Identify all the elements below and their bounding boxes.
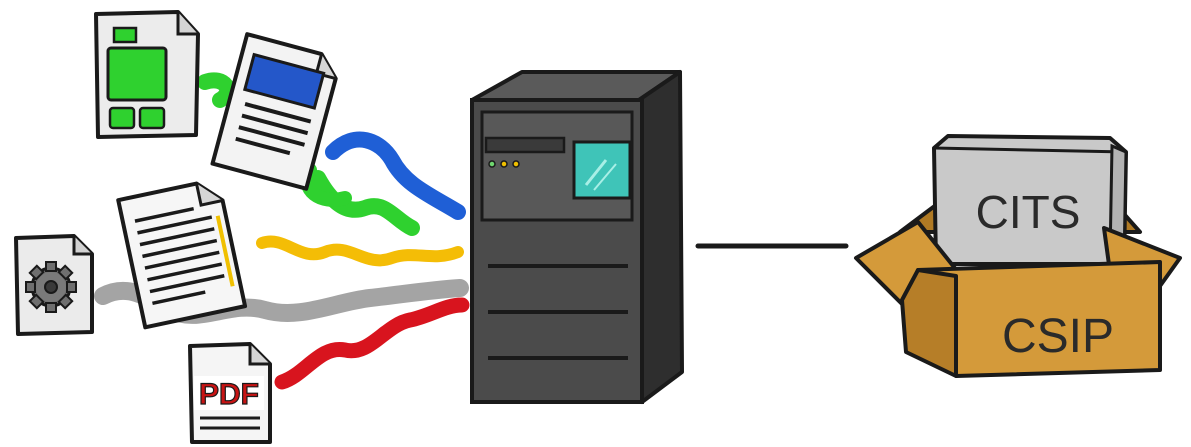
pdf-label: PDF — [199, 378, 259, 411]
cits-box: CITS — [934, 136, 1126, 264]
csip-label: CSIP — [1002, 310, 1114, 363]
text-document-icon — [118, 179, 245, 327]
server-screen — [574, 142, 630, 198]
gear-icon — [26, 262, 76, 312]
settings-gear-document-icon — [16, 236, 92, 334]
pdf-document-icon: PDF — [190, 344, 270, 442]
spreadsheet-document-icon — [96, 12, 198, 137]
cits-label: CITS — [976, 186, 1081, 238]
blue-stream — [333, 140, 458, 212]
blue-header-document-icon — [213, 34, 341, 189]
server-tower-icon — [472, 72, 682, 402]
package-box-icon: CITS CSIP — [856, 136, 1180, 376]
yellow-stream — [262, 241, 458, 260]
